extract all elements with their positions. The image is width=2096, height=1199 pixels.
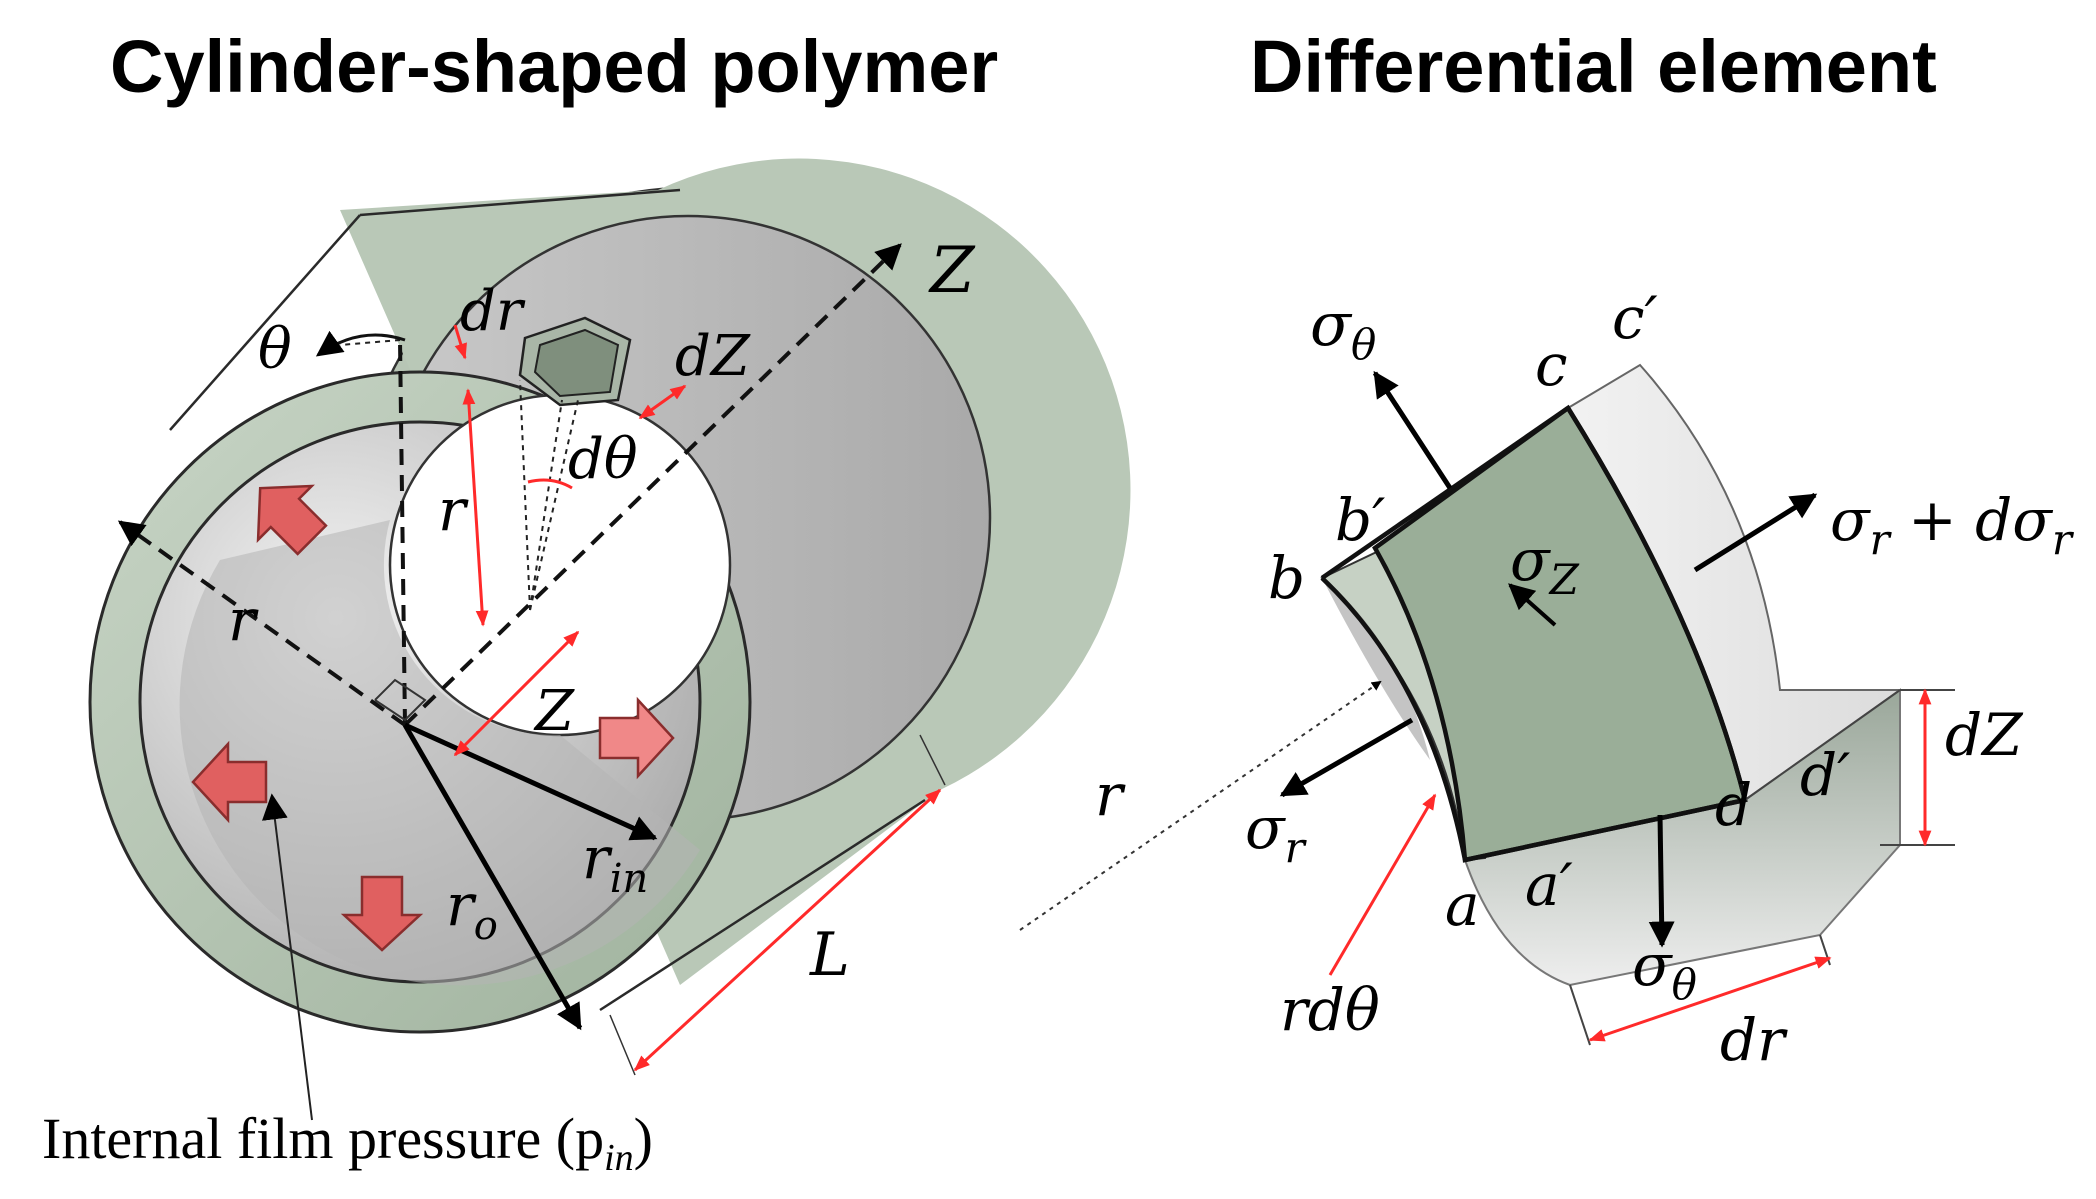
title-differential-element: Differential element: [1250, 25, 1937, 108]
r-in-arrow: [403, 722, 658, 841]
differential-element-diagram: σθ c c′ b′ b σZ σr + dσr r σr d d′ dZ a …: [1019, 284, 2075, 1074]
pressure-arrow-upleft: [256, 484, 328, 556]
element-b-a-edge: [1320, 576, 1468, 861]
right-angle-marker: [374, 678, 427, 722]
label-dtheta: dθ: [568, 427, 638, 492]
pressure-arrow-right: [598, 696, 675, 780]
label-rdtheta: rdθ: [1280, 976, 1380, 1044]
rdtheta-pointer: [1328, 793, 1437, 976]
sigma-r-arrow: [1279, 717, 1414, 798]
label-c: c: [1535, 331, 1567, 399]
sigma-z-arrow: [1508, 583, 1557, 627]
label-d: d: [1715, 771, 1752, 839]
element-bottom-edge: [1464, 797, 1746, 863]
pressure-pointer: [261, 793, 313, 1121]
label-r-right: r: [1095, 761, 1126, 829]
label-a-prime: a′: [1525, 851, 1573, 919]
l-dimension: [633, 788, 942, 1072]
label-b-prime: b′: [1335, 486, 1385, 554]
label-a: a: [1445, 871, 1480, 939]
element-ray-1: [519, 379, 531, 611]
element-bottom-face: [1463, 688, 1901, 987]
element-c-d-edge: [1566, 406, 1748, 801]
z-dimension: [453, 630, 580, 757]
dz-dimension: [638, 384, 687, 420]
label-dr-right: dr: [1720, 1006, 1788, 1074]
l-ext-1: [919, 734, 946, 786]
label-l: L: [809, 920, 850, 990]
label-dz-right: dZ: [1945, 701, 2024, 769]
label-r-left: r: [228, 586, 259, 654]
label-theta: θ: [258, 317, 292, 382]
cylinder-diagram: Z θ dr dZ dθ r r Z rin ro L Internal fil…: [42, 158, 1131, 1179]
dr-tick: [453, 324, 467, 360]
label-sigma-r: σr: [1245, 794, 1308, 872]
label-sigma-theta-top: σθ: [1310, 290, 1376, 369]
r-o-arrow: [402, 723, 583, 1031]
sigma-theta-bottom-arrow: [1648, 814, 1675, 948]
l-ext-2: [609, 1014, 636, 1076]
label-sigma-r-dsigma: σr + dσr: [1830, 486, 2075, 564]
element-left-shade: [1322, 578, 1430, 760]
sigma-r-dsigma-arrow: [1693, 492, 1818, 573]
label-sigma-z: σZ: [1510, 526, 1580, 604]
pressure-caption: Internal film pressure (pin): [42, 1106, 653, 1179]
r-left-axis-line: [117, 520, 407, 727]
label-b: b: [1268, 544, 1305, 612]
label-z-axis: Z: [928, 234, 976, 308]
pressure-arrow-down: [340, 875, 424, 952]
dr-dimension-right: [1588, 956, 1832, 1042]
r-dotted-line: [1019, 680, 1382, 931]
label-sigma-theta-bottom: σθ: [1632, 931, 1697, 1009]
pressure-arrow-left: [191, 740, 268, 824]
vertical-dash-line: [398, 339, 407, 726]
sigma-theta-top-arrow: [1372, 370, 1453, 490]
element-top-edge: [1320, 406, 1570, 580]
label-r-o: ro: [446, 871, 498, 949]
label-d-prime: d′: [1800, 741, 1850, 809]
label-c-prime: c′: [1612, 284, 1658, 352]
cylinder-inner-wall-shade: [179, 520, 700, 986]
cylinder-top-edge-2: [359, 188, 681, 217]
r-dimension: [462, 388, 489, 627]
label-dr: dr: [460, 279, 526, 344]
label-r-in: rin: [582, 824, 648, 902]
cylinder-top-edge: [169, 214, 361, 431]
theta-arc-arrow: [315, 330, 406, 357]
element-dr-ext-left: [1569, 984, 1591, 1046]
label-dz: dZ: [675, 324, 751, 389]
title-cylinder: Cylinder-shaped polymer: [110, 25, 998, 108]
element-dz-ext-top: [1744, 689, 1901, 801]
label-z-inner: Z: [533, 679, 575, 744]
theta-ref-line: [339, 339, 401, 346]
label-r-inner: r: [438, 476, 469, 544]
dtheta-arc: [527, 478, 573, 490]
cylinder-small-element: [518, 316, 632, 407]
